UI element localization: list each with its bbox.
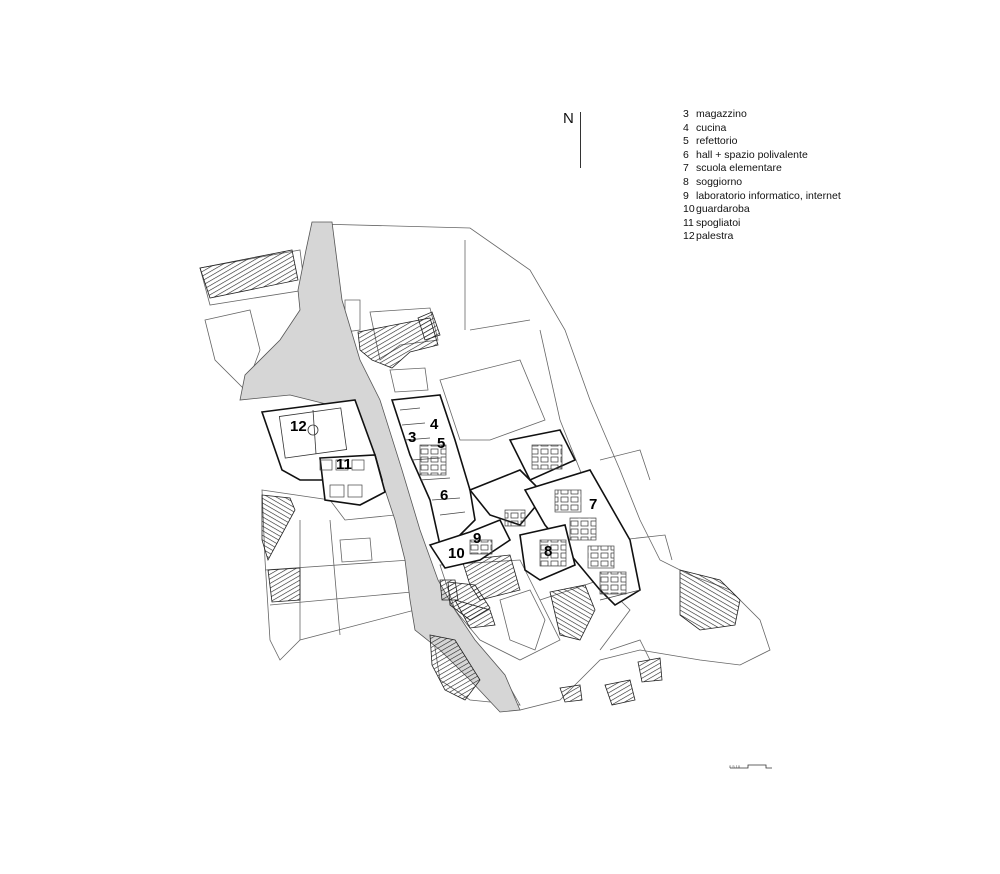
room-number-11: 11: [336, 456, 352, 473]
room-number-5: 5: [437, 435, 445, 452]
legend-item-number: 11: [683, 216, 694, 229]
legend-item-number: 7: [683, 162, 689, 175]
room-number-3: 3: [408, 429, 416, 446]
legend-item-label: guardaroba: [696, 203, 750, 216]
legend-item: 6 hall + spazio polivalente: [683, 149, 841, 163]
scale-label: 0 5 10: [729, 764, 741, 769]
legend-item-label: hall + spazio polivalente: [696, 148, 808, 161]
legend: 3 magazzino 4 cucina 5 refettorio 6 hall + spaz…: [683, 108, 841, 244]
legend-item-number: 10: [683, 203, 695, 216]
legend-item-number: 4: [683, 121, 689, 134]
legend-item-number: 8: [683, 175, 689, 188]
legend-item-number: 5: [683, 135, 689, 148]
legend-item-label: spogliatoi: [696, 216, 741, 229]
room-numbers: 12 11 3 4 5 6 7 8 9 10: [290, 416, 597, 562]
legend-item: 9 laboratorio informatico, internet: [683, 190, 841, 204]
north-arrow-line: [580, 112, 581, 168]
legend-item-number: 12: [683, 230, 695, 243]
room-number-7: 7: [589, 496, 597, 513]
hatched-buildings: [199, 249, 741, 706]
legend-item-number: 6: [683, 148, 689, 161]
legend-item-label: magazzino: [696, 108, 747, 120]
legend-item: 7 scuola elementare: [683, 162, 841, 176]
legend-item-label: cucina: [696, 121, 727, 134]
legend-item: 5 refettorio: [683, 135, 841, 149]
street: [239, 221, 521, 713]
legend-item-label: scuola elementare: [696, 162, 782, 175]
legend-item-label: refettorio: [696, 135, 738, 148]
legend-item-label: laboratorio informatico, internet: [696, 189, 841, 202]
room-number-8: 8: [544, 543, 552, 560]
legend-item: 8 soggiorno: [683, 176, 841, 190]
room-number-9: 9: [473, 530, 481, 547]
gym-court: [278, 407, 348, 459]
scale-bar: [730, 764, 772, 769]
room-number-4: 4: [430, 416, 439, 433]
legend-item-number: 3: [683, 108, 689, 120]
room-number-6: 6: [440, 487, 448, 504]
interior-partitions: [319, 407, 641, 601]
legend-item-label: soggiorno: [696, 175, 743, 188]
legend-item: 4 cucina: [683, 122, 841, 136]
school-building: [260, 394, 641, 607]
north-arrow-label: N: [563, 110, 574, 127]
legend-item: 3 magazzino: [683, 108, 841, 122]
room-number-12: 12: [290, 418, 307, 435]
legend-item-label: palestra: [696, 230, 734, 243]
room-number-10: 10: [448, 545, 465, 562]
legend-item-number: 9: [683, 189, 689, 202]
